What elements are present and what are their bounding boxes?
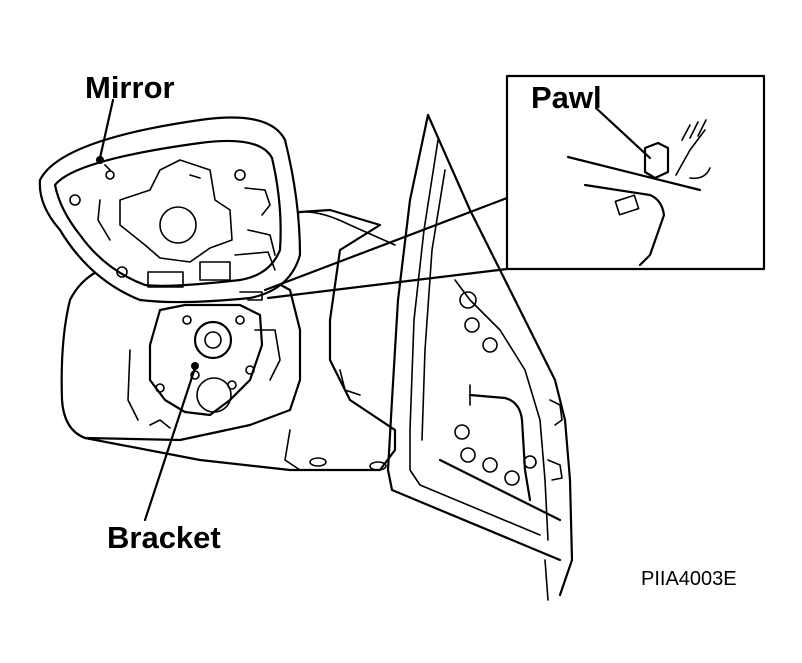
pawl-inset [505, 74, 766, 271]
bracket-leader [143, 366, 197, 522]
figure-code: PIIA4003E [641, 568, 737, 590]
mirror-leader-dot [96, 156, 104, 164]
mirror-leader [98, 98, 115, 160]
pawl-label: Pawl [531, 80, 602, 115]
mirror-glass [38, 116, 302, 304]
inset-callout-lines [239, 196, 509, 301]
bracket-leader-dot [191, 362, 199, 370]
bracket-label: Bracket [107, 520, 221, 555]
mirror-label: Mirror [85, 70, 175, 105]
